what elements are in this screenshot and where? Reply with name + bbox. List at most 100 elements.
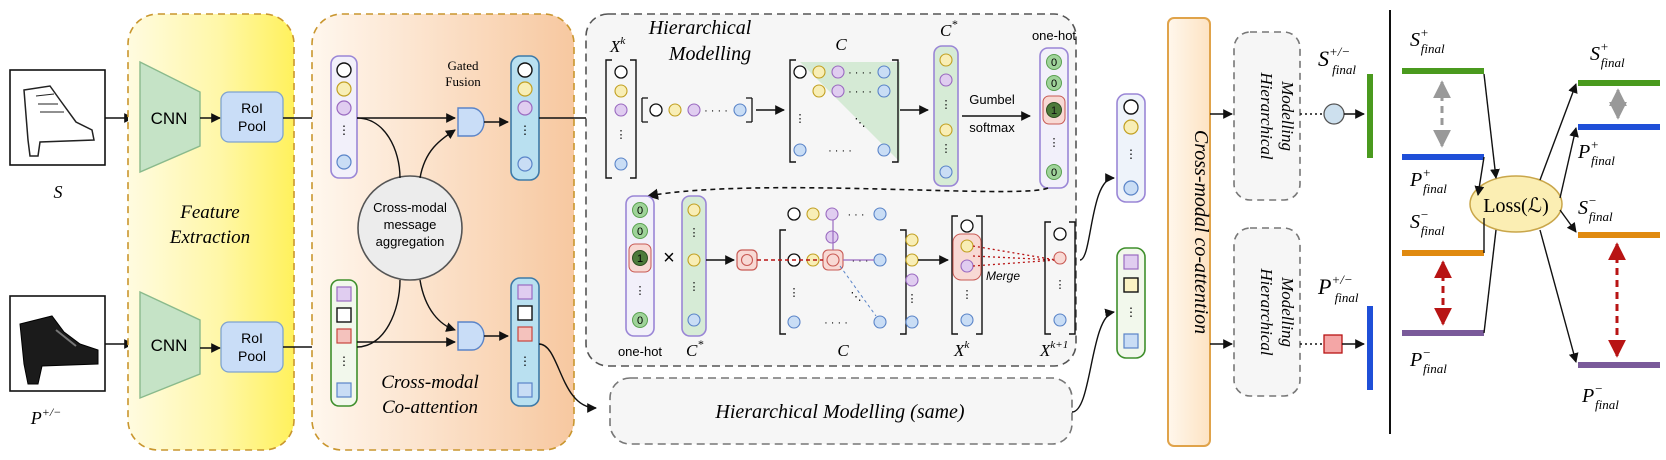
loss-node — [1469, 175, 1563, 233]
svg-text:⋮: ⋮ — [962, 289, 973, 301]
svg-text:⋮: ⋮ — [338, 354, 350, 368]
svg-text:Fusion: Fusion — [445, 74, 481, 89]
times-symbol: × — [663, 247, 675, 269]
cnn-bottom: CNN — [139, 290, 201, 400]
svg-text:1: 1 — [637, 253, 643, 265]
svg-text:Pool: Pool — [238, 348, 266, 364]
gate-bottom-icon — [457, 321, 485, 351]
svg-text:Hierarchical: Hierarchical — [1257, 71, 1276, 159]
svg-text:Modelling: Modelling — [1278, 80, 1297, 151]
sketch-final-node — [1323, 103, 1345, 125]
sketch-hier-vector: ⋮ — [1116, 93, 1146, 203]
p-final-plus-left: P+final — [1409, 165, 1447, 196]
p-final-minus-left: P−final — [1409, 345, 1447, 376]
svg-text:· · · ·: · · · · — [848, 86, 872, 98]
svg-text:RoI: RoI — [241, 100, 263, 116]
svg-text:message: message — [384, 217, 437, 232]
svg-text:⋮: ⋮ — [1055, 279, 1066, 291]
sketch-input — [9, 69, 106, 166]
one-hot-label-bottom: one-hot — [618, 344, 662, 359]
cross-modal-coattention-label: Cross-modal co-attention — [1190, 130, 1212, 334]
roi-pool-bottom: RoI Pool — [220, 321, 284, 373]
svg-text:0: 0 — [637, 205, 643, 217]
s-final-plus-left: S+final — [1410, 25, 1445, 56]
hier-small-top — [1233, 31, 1301, 201]
svg-text:0: 0 — [1051, 78, 1057, 90]
loss-bars-left — [1402, 68, 1484, 336]
svg-text:⋮: ⋮ — [635, 285, 646, 297]
loss-label: Loss(ℒ) — [1483, 195, 1549, 217]
c-label-top: C — [835, 35, 847, 54]
fused-sketch-vector: ⋮ — [510, 55, 540, 181]
svg-text:· · · ·: · · · · — [828, 145, 852, 157]
p-final-plus-right: P+final — [1577, 137, 1615, 168]
svg-text:⋮: ⋮ — [1125, 305, 1137, 319]
xk1-label: Xk+1 — [1039, 339, 1068, 360]
hierarchical-same-panel — [609, 377, 1073, 445]
c-matrix-top: · · · · · · · · ⋮ ⋱ · · · · — [789, 59, 900, 163]
loss-bars-right — [1578, 80, 1660, 368]
fused-photo-vector: ⋮ — [510, 277, 540, 407]
svg-text:⋮: ⋮ — [689, 281, 700, 293]
xk-matrix-top: ⋮ — [605, 59, 637, 179]
xk1-matrix: ⋮ — [1044, 221, 1076, 335]
svg-text:Pool: Pool — [238, 118, 266, 134]
feature-extraction-title: Feature — [179, 202, 239, 223]
merge-column: ⋮ — [905, 233, 919, 329]
svg-text:· · · ·: · · · · — [848, 67, 872, 79]
svg-text:· · · ·: · · · · — [704, 105, 728, 117]
coattention-title-2: Co-attention — [382, 397, 478, 418]
svg-text:⋮: ⋮ — [689, 227, 700, 239]
svg-text:Modelling: Modelling — [668, 43, 751, 65]
photo-hier-vector: ⋮ — [1116, 247, 1146, 359]
cstar-label-bottom: C* — [686, 337, 703, 360]
xk-label-bottom: Xk — [953, 339, 970, 360]
s-final-minus-left: S−final — [1410, 207, 1445, 238]
svg-text:⋮: ⋮ — [795, 113, 806, 125]
svg-text:⋮: ⋮ — [941, 99, 952, 111]
gumbel-label: Gumbel — [969, 92, 1015, 107]
svg-text:⋮: ⋮ — [1049, 137, 1060, 149]
photo-label: P+/− — [30, 405, 62, 428]
svg-text:0: 0 — [637, 226, 643, 238]
svg-text:CNN: CNN — [151, 109, 188, 128]
svg-text:0: 0 — [637, 315, 643, 327]
hierarchical-same-label: Hierarchical Modelling (same) — [714, 401, 965, 423]
svg-text:Hierarchical: Hierarchical — [1257, 267, 1276, 355]
message-aggregation-node — [357, 175, 463, 281]
photo-final-bar — [1367, 306, 1373, 390]
svg-text:1: 1 — [1051, 105, 1057, 117]
onehot-vector-top: 0 0 1 ⋮ 0 — [1039, 47, 1069, 189]
svg-text:Cross-modal: Cross-modal — [373, 200, 447, 215]
c-label-bottom: C — [837, 341, 849, 360]
feature-extraction-title-2: Extraction — [169, 227, 250, 248]
svg-text:⋱: ⋱ — [851, 291, 862, 303]
xk-matrix-bottom: ⋮ — [951, 215, 983, 335]
one-hot-label-top: one-hot — [1032, 28, 1076, 43]
cstar-vector-top: ⋮ ⋮ — [933, 45, 959, 187]
photo-input — [9, 295, 106, 392]
coattention-title: Cross-modal — [381, 372, 478, 393]
cstar-vector-bottom: ⋮ ⋮ — [681, 195, 707, 337]
svg-text:⋮: ⋮ — [616, 129, 627, 141]
svg-text:⋮: ⋮ — [1125, 147, 1137, 161]
photo-shoe-icon — [19, 315, 99, 385]
svg-text:⋮: ⋮ — [519, 354, 531, 368]
onehot-vector-bottom: 0 0 1 ⋮ 0 — [625, 195, 655, 337]
c-matrix-bottom: · · · · · · ⋮ ⋱ · · · · — [779, 207, 907, 335]
cstar-label-top: C* — [940, 17, 957, 40]
photo-feature-vector: ⋮ — [330, 279, 358, 407]
svg-text:⋱: ⋱ — [855, 117, 866, 129]
svg-text:· · ·: · · · — [847, 209, 864, 221]
s-final-plus-right: S+final — [1590, 39, 1625, 70]
hierarchical-title: Hierarchical — [648, 17, 752, 39]
roi-pool-top: RoI Pool — [220, 91, 284, 143]
svg-text:0: 0 — [1051, 167, 1057, 179]
sketch-label: S — [54, 182, 63, 202]
gated-fusion-label: Gated — [447, 58, 479, 73]
s-final-minus-right: S−final — [1578, 193, 1613, 224]
sketch-final-bar — [1367, 74, 1373, 158]
s-final-pm-label: S+/−final — [1318, 44, 1356, 77]
sketch-feature-vector: ⋮ — [330, 55, 358, 179]
